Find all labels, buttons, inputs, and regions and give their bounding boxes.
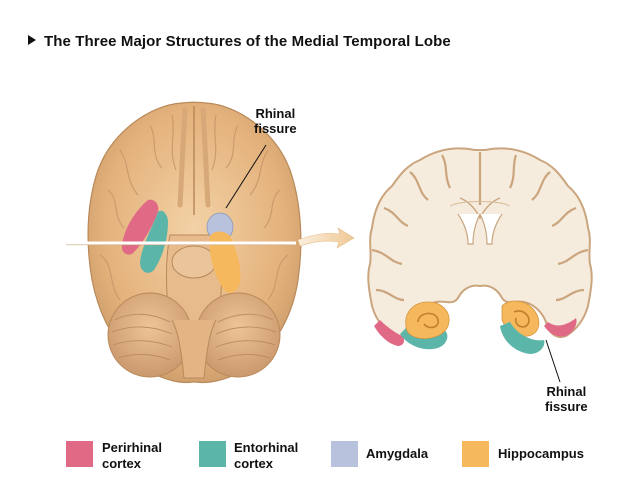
figure-title: The Three Major Structures of the Medial…: [28, 33, 451, 50]
rhinal-fissure-bottom-label: Rhinal fissure: [545, 384, 588, 414]
legend-swatch-entorhinal: [199, 441, 226, 467]
perirhinal-left-section: [374, 320, 405, 346]
section-arrow: [297, 227, 355, 249]
triangle-bullet-icon: [28, 35, 36, 45]
perirhinal-left: [121, 199, 159, 255]
perirhinal-right-section: [544, 318, 577, 337]
hippocampus-left-section: [405, 301, 450, 339]
legend-label-amygdala: Amygdala: [366, 446, 429, 461]
ventral-brain-view: [66, 101, 302, 384]
rhinal-fissure-top-label: Rhinal fissure: [254, 106, 297, 136]
legend-swatch-hippocampus: [462, 441, 489, 467]
entorhinal-right-section: [500, 322, 545, 354]
hippocampus-right: [209, 231, 241, 293]
rhinal-fissure-bottom-pointer: [545, 339, 561, 383]
legend-label-entorhinal: Entorhinal cortex: [234, 440, 299, 471]
rhinal-fissure-top-pointer: [225, 144, 267, 209]
legend-label-hippocampus: Hippocampus: [498, 446, 584, 461]
legend-swatch-amygdala: [331, 441, 358, 467]
legend-label-perirhinal: Perirhinal cortex: [102, 440, 162, 471]
coronal-section: [367, 147, 593, 354]
legend-swatch-perirhinal: [66, 441, 93, 467]
